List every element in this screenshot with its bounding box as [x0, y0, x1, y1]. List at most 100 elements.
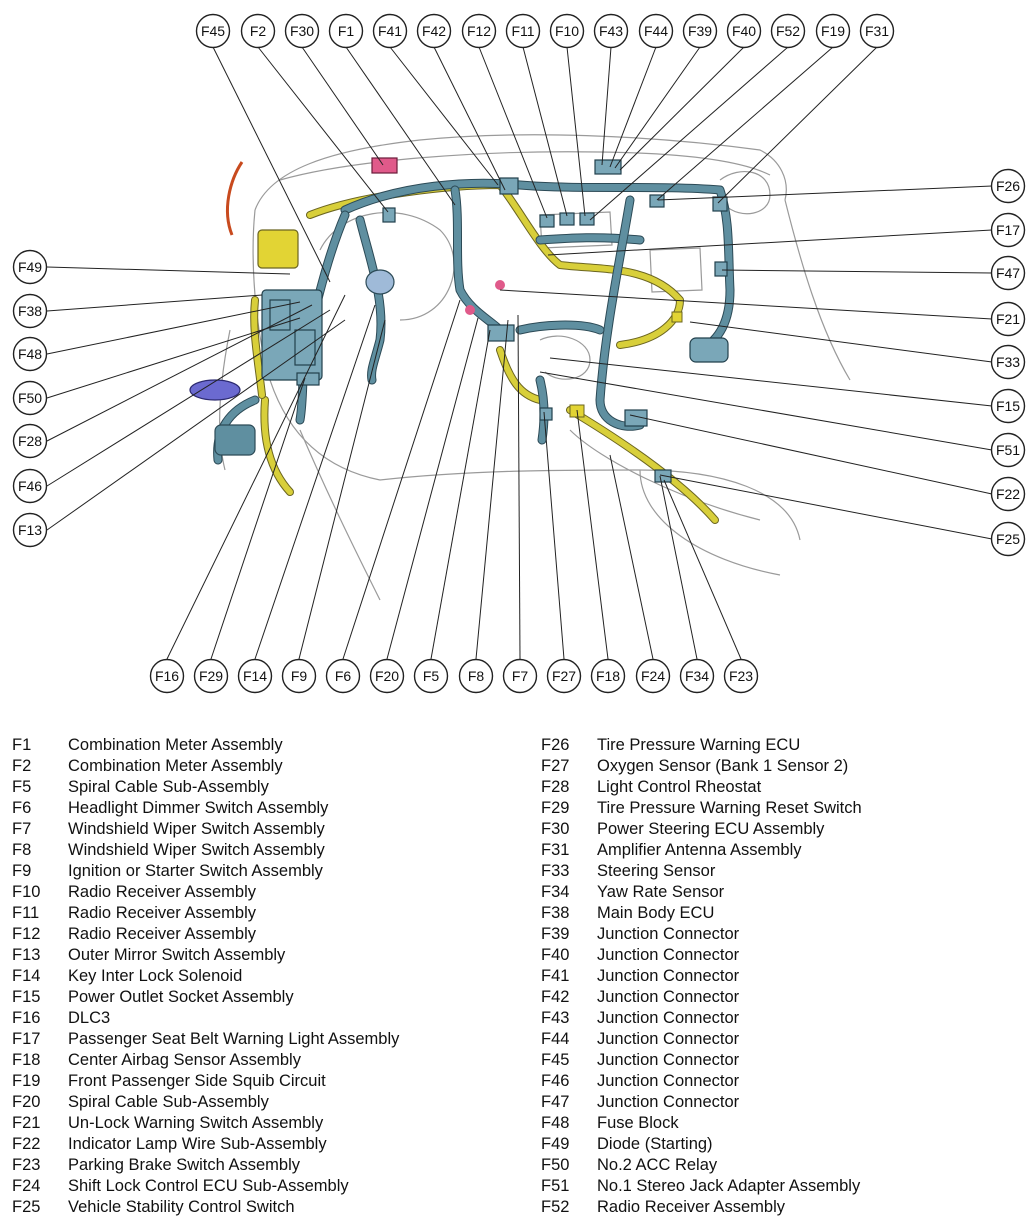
legend-code: F8 [12, 841, 32, 859]
callout-circle [590, 658, 626, 694]
callout-f17: F17 [990, 212, 1026, 248]
callout-label: F9 [291, 668, 308, 684]
callout-circle [195, 13, 231, 49]
callout-label: F52 [776, 23, 800, 39]
callout-f52: F52 [770, 13, 806, 49]
callout-label: F47 [996, 265, 1020, 281]
callout-label: F19 [821, 23, 845, 39]
callout-label: F45 [201, 23, 225, 39]
legend-component-name: No.1 Stereo Jack Adapter Assembly [597, 1177, 861, 1195]
legend-component-name: Diode (Starting) [597, 1135, 713, 1153]
callout-label: F1 [338, 23, 355, 39]
legend-code: F29 [541, 799, 570, 817]
legend-code: F52 [541, 1198, 570, 1216]
callout-f27: F27 [546, 658, 582, 694]
callout-f8: F8 [458, 658, 494, 694]
callout-circle [12, 512, 48, 548]
callout-label: F48 [18, 346, 42, 362]
callout-f33: F33 [990, 344, 1026, 380]
callout-circle [682, 13, 718, 49]
legend-component-name: Center Airbag Sensor Assembly [68, 1051, 301, 1069]
legend-component-name: Junction Connector [597, 1072, 740, 1090]
callout-circle [369, 658, 405, 694]
callout-circle [372, 13, 408, 49]
legend-component-name: Radio Receiver Assembly [68, 925, 256, 943]
callout-circle [593, 13, 629, 49]
legend-code: F16 [12, 1009, 41, 1027]
callout-circle [461, 13, 497, 49]
legend-component-name: DLC3 [68, 1009, 111, 1027]
callout-label: F7 [512, 668, 529, 684]
legend-code: F11 [12, 904, 40, 922]
legend-code: F33 [541, 862, 570, 880]
callout-label: F34 [685, 668, 709, 684]
legend-code: F10 [12, 883, 41, 901]
legend-component-name: Combination Meter Assembly [68, 757, 283, 775]
callout-label: F20 [375, 668, 399, 684]
callout-f50: F50 [12, 380, 48, 416]
dashboard-outline [218, 134, 851, 601]
callout-circle [679, 658, 715, 694]
legend-component-name: Amplifier Antenna Assembly [597, 841, 802, 859]
components [189, 157, 729, 483]
callout-label: F28 [18, 433, 42, 449]
legend-code: F30 [541, 820, 570, 838]
callout-circle [990, 212, 1026, 248]
legend-component-name: Steering Sensor [597, 862, 716, 880]
callout-f31: F31 [859, 13, 895, 49]
callout-f20: F20 [369, 658, 405, 694]
callout-circle [12, 468, 48, 504]
legend-component-name: Yaw Rate Sensor [597, 883, 725, 901]
callout-f26: F26 [990, 168, 1026, 204]
legend-component-name: Junction Connector [597, 925, 740, 943]
legend-code: F15 [12, 988, 41, 1006]
callout-f7: F7 [502, 658, 538, 694]
leader-lines [46, 46, 993, 660]
callout-label: F41 [378, 23, 402, 39]
wiring-diagram: F45F2F30F1F41F42F12F11F10F43F44F39F40F52… [12, 13, 1026, 694]
legend-row: F18 Center Airbag Sensor Assembly [12, 1050, 522, 1071]
callout-f9: F9 [281, 658, 317, 694]
legend-component-name: Radio Receiver Assembly [68, 883, 256, 901]
legend-code: F1 [12, 736, 32, 754]
callout-circle [458, 658, 494, 694]
legend-code: F18 [12, 1051, 41, 1069]
callout-circle [12, 380, 48, 416]
callout-f49: F49 [12, 249, 48, 285]
callout-label: F49 [18, 259, 42, 275]
callout-label: F25 [996, 531, 1020, 547]
callout-label: F51 [996, 442, 1020, 458]
callout-label: F2 [250, 23, 267, 39]
callout-label: F6 [335, 668, 352, 684]
callout-label: F43 [599, 23, 623, 39]
legend-component-name: Vehicle Stability Control Switch [68, 1198, 295, 1216]
legend-code: F38 [541, 904, 570, 922]
legend-code: F39 [541, 925, 570, 943]
callout-circle [325, 658, 361, 694]
callout-circle [416, 13, 452, 49]
callout-label: F29 [199, 668, 223, 684]
callout-circle [990, 344, 1026, 380]
callout-label: F17 [996, 222, 1020, 238]
callout-f46: F46 [12, 468, 48, 504]
callout-f30: F30 [284, 13, 320, 49]
legend-code: F42 [541, 988, 570, 1006]
legend-component-name: Tire Pressure Warning ECU [597, 736, 801, 754]
legend-component-name: Key Inter Lock Solenoid [68, 967, 243, 985]
callout-f22: F22 [990, 476, 1026, 512]
callout-f40: F40 [726, 13, 762, 49]
callout-circle [12, 336, 48, 372]
legend-code: F31 [541, 841, 570, 859]
